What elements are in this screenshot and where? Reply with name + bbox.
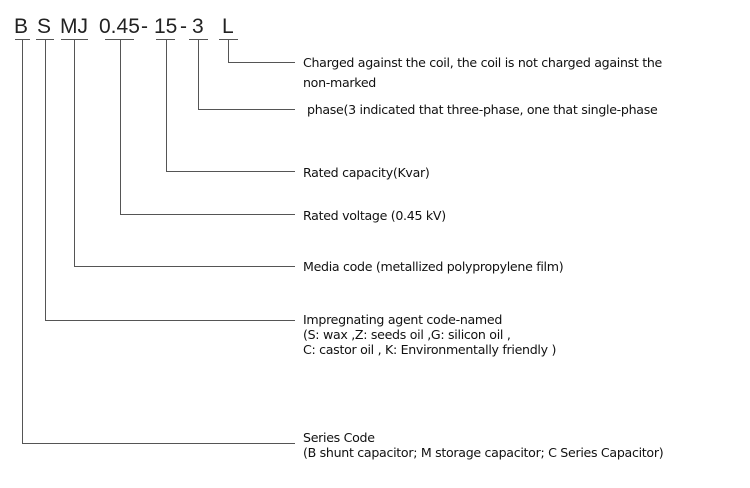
code-capacity: 15 — [154, 15, 177, 38]
code-b: B — [14, 15, 28, 38]
desc-l-line1: Charged against the coil, the coil is no… — [303, 55, 663, 70]
leader-capacity — [166, 40, 295, 172]
leader-l — [228, 40, 295, 63]
model-code: B S MJ 0.45 - 15 - 3 L — [14, 15, 234, 38]
leader-phase — [198, 40, 295, 110]
desc-series-line2: (B shunt capacitor; M storage capacitor;… — [303, 445, 663, 460]
desc-phase: phase(3 indicated that three-phase, one … — [307, 102, 658, 117]
leader-impregnating — [45, 40, 295, 321]
descriptions: Charged against the coil, the coil is no… — [303, 55, 664, 460]
leader-media — [74, 40, 295, 267]
desc-voltage: Rated voltage (0.45 kV) — [303, 208, 446, 223]
code-l: L — [222, 15, 234, 38]
code-dash-2: - — [180, 15, 187, 38]
code-voltage: 0.45 — [99, 15, 140, 38]
desc-impregnating-line1: Impregnating agent code-named — [303, 312, 502, 327]
desc-impregnating-line3: C: castor oil , K: Environmentally frien… — [303, 342, 556, 357]
leader-voltage — [120, 40, 295, 215]
desc-impregnating-line2: (S: wax ,Z: seeds oil ,G: silicon oil , — [303, 327, 511, 342]
code-phase: 3 — [192, 15, 204, 38]
code-dash-1: - — [141, 15, 148, 38]
desc-media: Media code (metallized polypropylene fil… — [303, 259, 563, 274]
code-s: S — [37, 15, 51, 38]
code-mj: MJ — [60, 15, 88, 38]
desc-capacity: Rated capacity(Kvar) — [303, 165, 429, 180]
leader-series — [22, 40, 295, 444]
desc-series-line1: Series Code — [303, 430, 375, 445]
desc-l-line2: non-marked — [303, 75, 376, 90]
leader-lines — [22, 40, 295, 444]
